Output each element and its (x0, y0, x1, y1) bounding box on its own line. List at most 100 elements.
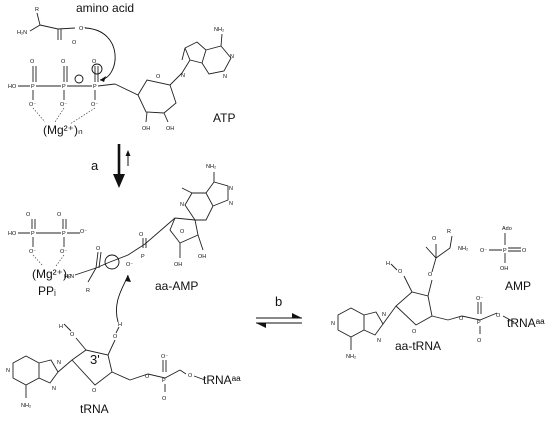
step-b-reverse-head (256, 323, 266, 328)
trna-aa-label-2: tRNAᵃᵃ (507, 316, 545, 330)
trna-attack-arrowhead (125, 275, 131, 282)
atom-n-aatrna-1: N (331, 321, 335, 327)
atom-o-aatrna-3: O (428, 272, 433, 278)
atom-n-trna-1: N (6, 368, 10, 374)
atom-o-trna-3: O (113, 334, 118, 340)
electron-arrow-aamp (104, 254, 120, 270)
amp-bonds (489, 233, 521, 263)
amp-label: AMP (505, 279, 531, 293)
atom-p1-atp: P (31, 84, 35, 90)
trna-label: tRNA (80, 402, 109, 416)
atp-ribose-bonds (114, 72, 183, 123)
aa-trna-oh-bond (390, 263, 398, 271)
mg-coordination-ppi (32, 254, 65, 267)
aa-amp-intermediate: NH₂ N N N O OH OH O P O⁻ O H₂N R aa-AMP (64, 164, 233, 323)
amp-product: Ado O⁻ P O OH AMP (480, 226, 531, 293)
atom-o-aatrna-2: O (398, 269, 403, 275)
atom-o-aatrna-link: O (459, 316, 464, 322)
atom-n-trna-3: N (52, 386, 56, 392)
atom-p-aamp: P (141, 254, 145, 260)
trna-oh-bonds (63, 323, 120, 334)
atom-p2-atp: P (62, 84, 66, 90)
atom-ominus-ppi-2: O⁻ (60, 249, 67, 255)
atom-o-ppi-2: O (57, 212, 62, 218)
atom-p-trna: P (162, 378, 166, 384)
aa-trna-label: aa-tRNA (395, 339, 441, 353)
atom-o-aamp-p: O (139, 232, 144, 238)
atom-o-trna-bottom: O (162, 396, 167, 402)
attack-arrow (84, 27, 116, 81)
atom-ominus-amp: O⁻ (480, 248, 487, 254)
atom-o-trna-chain: O (188, 373, 193, 379)
atom-o-trna-ribose: O (92, 388, 97, 394)
ppi-product: O O HO P P O⁻ O⁻ O⁻ (Mg²⁺)ₙ PPᵢ (8, 212, 87, 298)
atom-o-aa: O (72, 40, 77, 46)
step-a-forward-head (113, 174, 125, 188)
trna-reactant: NH₂ N N N O O O H H 3' O O⁻ P O O tRNAᵃᵃ… (6, 322, 241, 416)
aa-amp-label: aa-AMP (155, 279, 198, 293)
atom-oh-ribose-2: OH (142, 126, 150, 132)
atom-o-trna-p-link: O (145, 374, 150, 380)
atom-oh-aamp-1: OH (174, 262, 182, 268)
step-b-label: b (275, 294, 282, 309)
position-3prime: 3' (90, 352, 100, 367)
atom-ominus-p1: O⁻ (29, 102, 36, 108)
atom-n-aatrna-2: N (382, 312, 386, 318)
atom-o-ester: O (432, 236, 437, 242)
atom-o-aatrna-chain: O (496, 313, 501, 319)
trna-aa-label-1: tRNAᵃᵃ (203, 373, 241, 387)
atom-nh2-aatrna: NH₂ (346, 354, 356, 360)
electron-arrow-p3 (91, 63, 103, 75)
atom-ho-atp: HO (8, 84, 17, 90)
amino-acid-bonds (29, 12, 76, 40)
atom-n-aatrna-3: N (377, 338, 381, 344)
aa-trna-phosphate-bonds (447, 302, 498, 334)
step-a-label: a (91, 158, 99, 173)
aa-trna-product: NH₂ N N N O O O H O R NH₂ O O⁻ P O O tRN… (331, 229, 545, 360)
atom-h2n-top: H₂N (17, 30, 27, 36)
atom-R-aatrna: R (447, 229, 451, 235)
atom-ominus-p2: O⁻ (60, 102, 67, 108)
mg-coordination-top (32, 107, 96, 125)
atom-p-aatrna: P (477, 320, 481, 326)
step-a-arrows: a (91, 144, 131, 188)
atom-n2-adenine-top: N (223, 74, 227, 80)
atp-adenine-bonds (181, 33, 232, 75)
atom-nh2-top: NH₂ (214, 27, 224, 33)
atom-h2n-mid: H₂N (64, 274, 74, 280)
trna-chain-bonds (179, 369, 206, 381)
aa-amp-phosphate-bonds (74, 230, 161, 283)
atom-o-p1-top: O (30, 59, 35, 65)
step-b-forward-head (292, 313, 302, 318)
atom-n-aamp-1: N (180, 202, 184, 208)
atom-ominus-ppi-end: O⁻ (80, 229, 87, 235)
atom-oh-ribose-3: OH (166, 126, 174, 132)
atom-o-aamp-ribose: O (180, 229, 185, 235)
atom-p2-ppi: P (62, 231, 66, 237)
atom-oh-amp: OH (500, 266, 508, 272)
trna-ribose-bonds (57, 337, 131, 386)
atom-o-amp: O (522, 248, 527, 254)
atom-p1-ppi: P (31, 231, 35, 237)
atom-R-top: R (35, 7, 39, 13)
step-b-arrows: b (256, 294, 302, 328)
atom-o-ribose-top: O (156, 74, 161, 80)
atom-n3-adenine-top: N (230, 54, 234, 60)
atom-o-aatrna-ribose: O (412, 329, 417, 335)
atom-ominus-aatrna: O⁻ (476, 296, 483, 302)
atom-oh-aamp-2: OH (198, 254, 206, 260)
atom-ominus-ppi-1: O⁻ (29, 249, 36, 255)
amino-acid-label: amino acid (76, 1, 134, 15)
atp-label: ATP (213, 111, 235, 125)
atp-reaction-top: R H₂N O O⁻ amino acid HO O O O P P P O⁻ … (8, 1, 235, 137)
ppi-bonds (18, 219, 80, 247)
atom-p-amp: P (503, 248, 507, 254)
ado-label: Ado (502, 226, 512, 232)
atom-o-aatrna-bottom: O (477, 338, 482, 344)
ppi-label: PPᵢ (38, 284, 56, 298)
atom-n-trna-2: N (57, 360, 61, 366)
atom-p3-atp: P (93, 84, 97, 90)
atom-o-acyl: O (96, 246, 101, 252)
mg-label-top: (Mg²⁺)ₙ (43, 123, 83, 137)
